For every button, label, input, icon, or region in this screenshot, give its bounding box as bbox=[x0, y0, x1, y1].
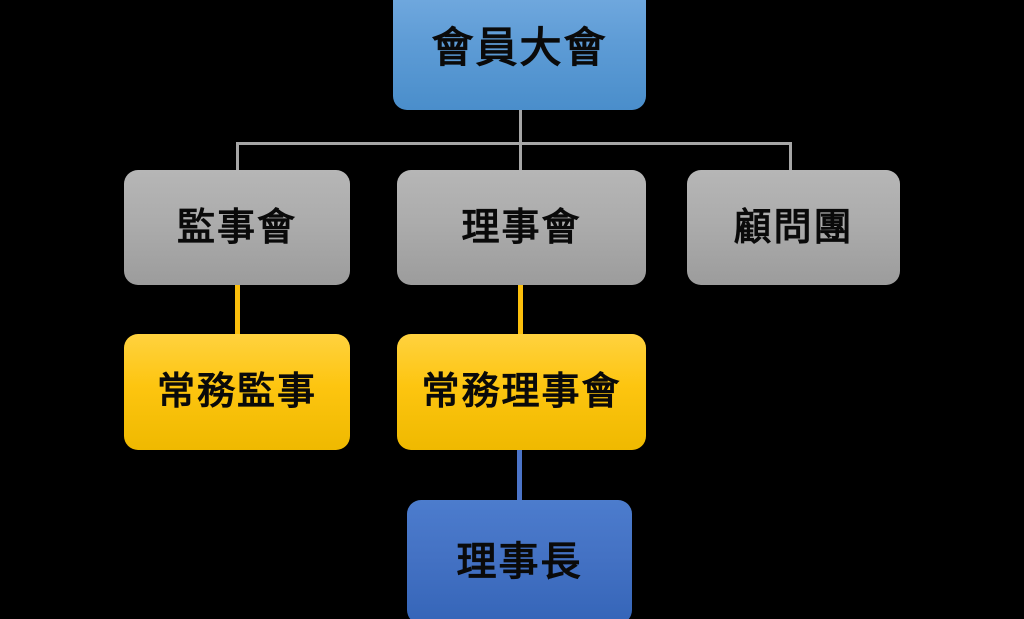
node-label-standing-board-of-directors: 常務理事會 bbox=[421, 369, 622, 414]
edge-standing-board-to-chairman bbox=[517, 449, 522, 501]
node-standing-board-of-directors[interactable]: 常務理事會 bbox=[397, 334, 646, 450]
node-label-general-assembly: 會員大會 bbox=[431, 22, 608, 72]
node-board-of-supervisors[interactable]: 監事會 bbox=[124, 170, 350, 285]
edge-directors-to-standing-board bbox=[518, 285, 523, 335]
edge-trunk-to-supervisors bbox=[236, 142, 239, 171]
node-advisory-group[interactable]: 顧問團 bbox=[687, 170, 900, 285]
edge-trunk-to-advisory bbox=[789, 142, 792, 171]
edge-horizontal-bus bbox=[237, 142, 791, 145]
node-standing-supervisor[interactable]: 常務監事 bbox=[124, 334, 350, 450]
node-label-chairman: 理事長 bbox=[456, 539, 583, 585]
node-board-of-directors[interactable]: 理事會 bbox=[397, 170, 646, 285]
edge-assembly-to-trunk bbox=[519, 110, 522, 143]
node-label-standing-supervisor: 常務監事 bbox=[156, 369, 317, 414]
edge-supervisors-to-standing-supervisor bbox=[235, 285, 240, 335]
edge-trunk-to-directors bbox=[519, 142, 522, 171]
node-chairman[interactable]: 理事長 bbox=[407, 500, 632, 619]
node-general-assembly[interactable]: 會員大會 bbox=[393, 0, 646, 110]
node-label-board-of-supervisors: 監事會 bbox=[176, 204, 297, 249]
node-label-advisory-group: 顧問團 bbox=[733, 204, 854, 249]
node-label-board-of-directors: 理事會 bbox=[461, 204, 582, 249]
